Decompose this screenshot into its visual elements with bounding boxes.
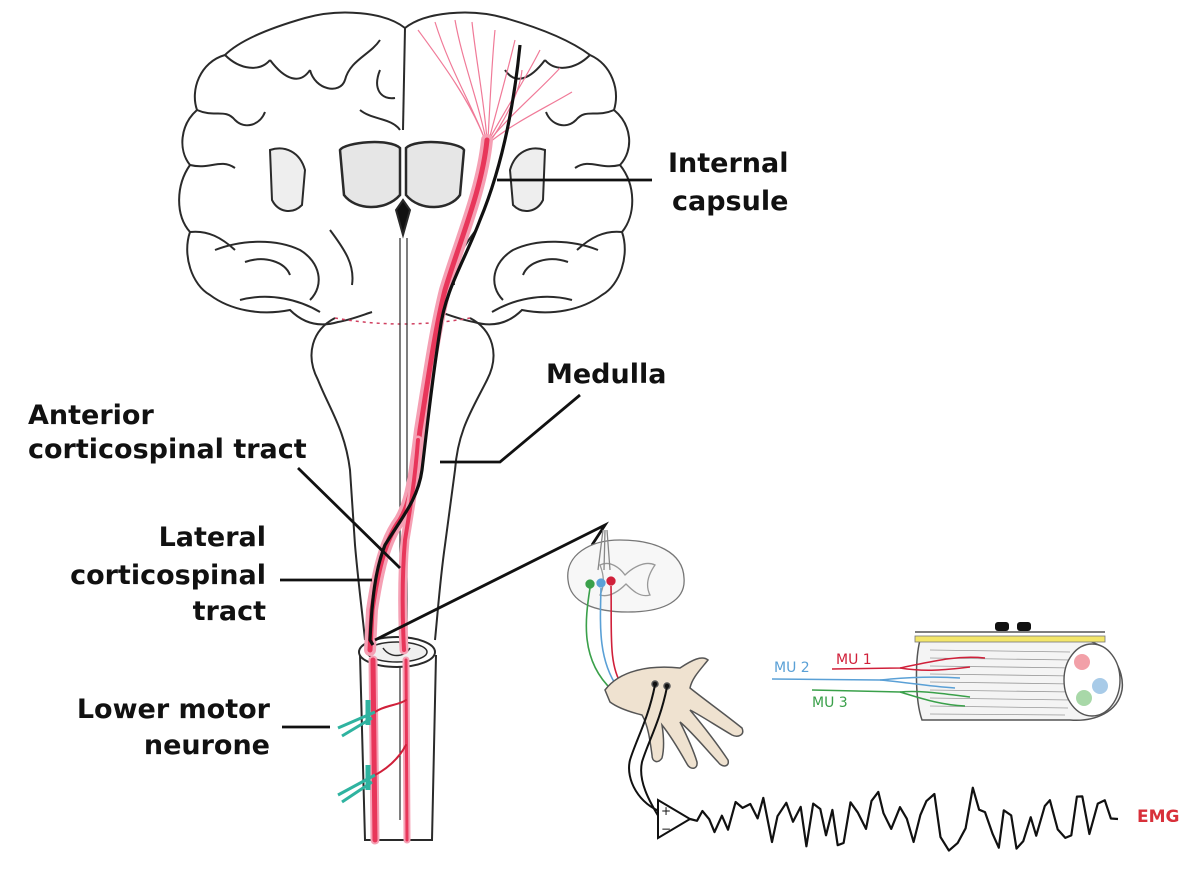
leader-lines (280, 180, 652, 727)
lateral-tract-label-3: tract (193, 596, 266, 627)
motor-unit-labels: MU 1 MU 2 MU 3 (774, 652, 872, 711)
internal-capsule-label-1: Internal (668, 148, 789, 179)
lmn-label-1: Lower motor (77, 694, 271, 725)
amp-minus: − (661, 822, 671, 836)
differential-amplifier: + − (658, 800, 690, 838)
mu1-label: MU 1 (836, 652, 872, 668)
medulla-label: Medulla (546, 359, 666, 390)
lower-motor-neurons (338, 700, 375, 802)
anterior-tract-label-1: Anterior (28, 400, 154, 431)
cortical-fibers (418, 20, 572, 143)
internal-capsule-label-2: capsule (672, 186, 788, 217)
cord-cross-section (568, 530, 684, 612)
lmn-label-2: neurone (144, 730, 270, 761)
amp-plus: + (661, 804, 671, 818)
tract-trace-line (370, 45, 520, 645)
muscle-illustration (915, 622, 1122, 720)
anterior-tract-label-2: corticospinal tract (28, 434, 307, 465)
brain-coronal-section (179, 13, 632, 325)
lateral-tract-label-2: corticospinal (70, 560, 266, 591)
mu3-label: MU 3 (812, 695, 848, 711)
medulla-leader (440, 395, 580, 462)
hand-illustration (605, 658, 743, 768)
emg-label: EMG (1137, 807, 1179, 827)
lateral-tract-label-1: Lateral (159, 522, 266, 553)
emg-signal-trace (690, 788, 1118, 851)
anterior-tract-leader (298, 468, 400, 568)
mu2-label: MU 2 (774, 660, 810, 676)
